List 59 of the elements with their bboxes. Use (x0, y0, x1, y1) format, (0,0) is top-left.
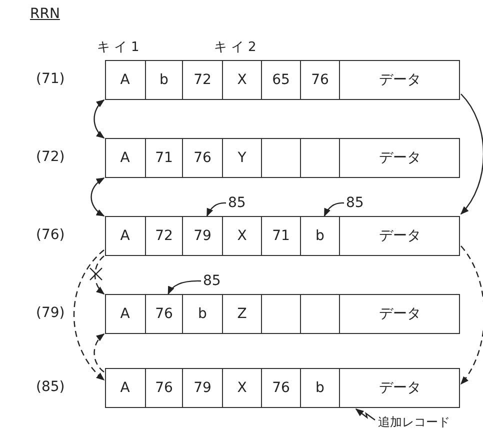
field-cell: b (301, 217, 340, 255)
record-number: (72) (36, 149, 65, 165)
field-cell: データ (340, 61, 460, 99)
leader-arrow (355, 408, 376, 420)
record-row (105, 138, 460, 178)
field-cell: A (105, 217, 146, 255)
pointer-value: 85 (346, 195, 364, 211)
field-cell: Z (223, 295, 262, 333)
field-cell: A (105, 61, 146, 99)
record-row (105, 368, 460, 408)
field-cell: X (223, 61, 262, 99)
field-cell: A (105, 295, 146, 333)
field-cell: 79 (183, 217, 223, 255)
record-row (105, 216, 460, 256)
record-number: (79) (36, 305, 65, 321)
field-cell: b (183, 295, 223, 333)
field-cell: 79 (183, 369, 223, 407)
field-cell: データ (340, 295, 460, 333)
field-cell: 76 (183, 139, 223, 177)
field-cell: データ (340, 217, 460, 255)
field-cell: データ (340, 369, 460, 407)
field-cell: データ (340, 139, 460, 177)
dashed-arrow (460, 246, 483, 385)
field-cell: b (301, 369, 340, 407)
record-number: (76) (36, 227, 65, 243)
note-text: 追加レコード (378, 414, 450, 431)
field-cell: A (105, 139, 146, 177)
pointer-value: 85 (228, 195, 246, 211)
record-number: (71) (36, 71, 65, 87)
key-label: キイ1 (97, 39, 144, 56)
field-cell: 71 (146, 139, 183, 177)
field-cell: 76 (146, 369, 183, 407)
field-cell: Y (223, 139, 262, 177)
record-number: (85) (36, 379, 65, 395)
field-cell: X (223, 217, 262, 255)
record-row (105, 60, 460, 100)
field-cell: 76 (301, 61, 340, 99)
dashed-arrow (94, 256, 105, 295)
leader-arrow (168, 280, 201, 295)
leader-arrow (324, 202, 344, 217)
pointer-value: 85 (203, 273, 221, 289)
field-cell: 76 (146, 295, 183, 333)
curved-arrow (94, 99, 105, 139)
field-cell: A (105, 369, 146, 407)
field-cell: 72 (146, 217, 183, 255)
field-cell: X (223, 369, 262, 407)
field-cell: 71 (262, 217, 301, 255)
dashed-arrow (94, 333, 105, 372)
key-label: キイ2 (214, 39, 260, 56)
record-row (105, 294, 460, 334)
leader-arrow (206, 202, 226, 217)
field-cell: 72 (183, 61, 223, 99)
dashed-arrow (73, 250, 105, 381)
curved-arrow (460, 94, 483, 215)
field-cell: b (146, 61, 183, 99)
curved-arrow (90, 178, 105, 216)
field-cell: 76 (262, 369, 301, 407)
field-cell: 65 (262, 61, 301, 99)
heading: RRN (30, 6, 60, 22)
